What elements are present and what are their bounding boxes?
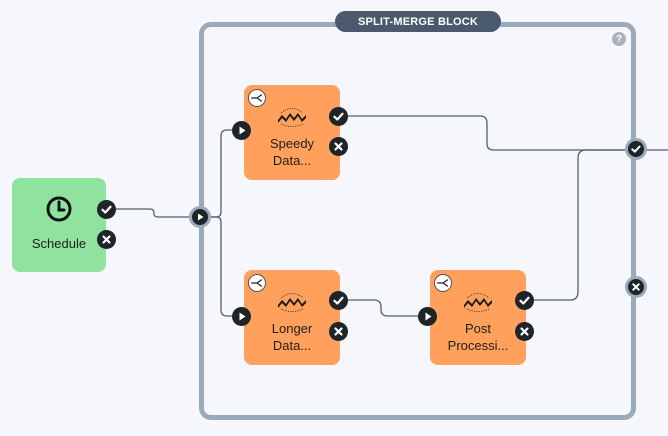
success-check-icon	[631, 145, 641, 153]
run-play-icon	[425, 312, 432, 321]
block-input-port[interactable]	[189, 206, 211, 228]
post-processing-node[interactable]: Post Processi...	[430, 270, 526, 365]
fivetran-logo-icon	[464, 293, 492, 312]
schedule-node[interactable]: Schedule	[12, 178, 106, 272]
schedule-label: Schedule	[31, 236, 87, 251]
longer-data-label-line2: Data...	[272, 338, 312, 353]
failure-x-icon	[102, 235, 111, 244]
success-check-icon	[101, 205, 112, 214]
schedule-failure-port[interactable]	[97, 230, 116, 249]
fivetran-logo-icon	[278, 293, 306, 312]
block-title-badge: SPLIT-MERGE BLOCK	[335, 11, 501, 32]
connector-longer-to-post	[347, 299, 418, 317]
failure-x-icon	[632, 283, 640, 291]
speedy-data-run-port[interactable]	[232, 121, 251, 140]
split-branch-icon	[434, 274, 452, 292]
clock-icon	[46, 196, 72, 222]
longer-data-run-port[interactable]	[232, 307, 251, 326]
longer-data-label-line1: Longer	[271, 321, 313, 336]
split-branch-icon	[248, 89, 266, 107]
block-success-output-port[interactable]	[625, 138, 647, 160]
failure-x-icon	[520, 327, 529, 336]
schedule-success-port[interactable]	[97, 200, 116, 219]
run-play-icon	[239, 312, 246, 321]
post-processing-failure-port[interactable]	[515, 322, 534, 341]
speedy-data-node[interactable]: Speedy Data...	[244, 85, 340, 180]
longer-data-node[interactable]: Longer Data...	[244, 270, 340, 365]
run-play-icon	[198, 213, 204, 221]
block-failure-output-port[interactable]	[625, 276, 647, 298]
split-branch-icon	[248, 274, 266, 292]
success-check-icon	[519, 296, 530, 305]
post-processing-label-line2: Processi...	[447, 338, 509, 353]
connector-speedy-to-merge	[347, 115, 627, 151]
success-check-icon	[333, 296, 344, 305]
speedy-data-success-port[interactable]	[329, 107, 348, 126]
success-check-icon	[333, 112, 344, 121]
longer-data-failure-port[interactable]	[329, 322, 348, 341]
run-play-icon	[239, 126, 246, 135]
post-processing-label-line1: Post	[464, 321, 491, 336]
failure-x-icon	[334, 142, 343, 151]
longer-data-success-port[interactable]	[329, 291, 348, 310]
speedy-data-label-line2: Data...	[272, 153, 312, 168]
help-icon[interactable]: ?	[612, 32, 626, 46]
post-processing-run-port[interactable]	[418, 307, 437, 326]
speedy-data-failure-port[interactable]	[329, 137, 348, 156]
connector-schedule-to-block	[116, 208, 192, 218]
failure-x-icon	[334, 327, 343, 336]
connector-block-to-longer	[208, 216, 232, 317]
connector-post-to-merge	[531, 149, 627, 301]
speedy-data-label-line1: Speedy	[269, 136, 315, 151]
post-processing-success-port[interactable]	[515, 291, 534, 310]
fivetran-logo-icon	[278, 108, 306, 127]
